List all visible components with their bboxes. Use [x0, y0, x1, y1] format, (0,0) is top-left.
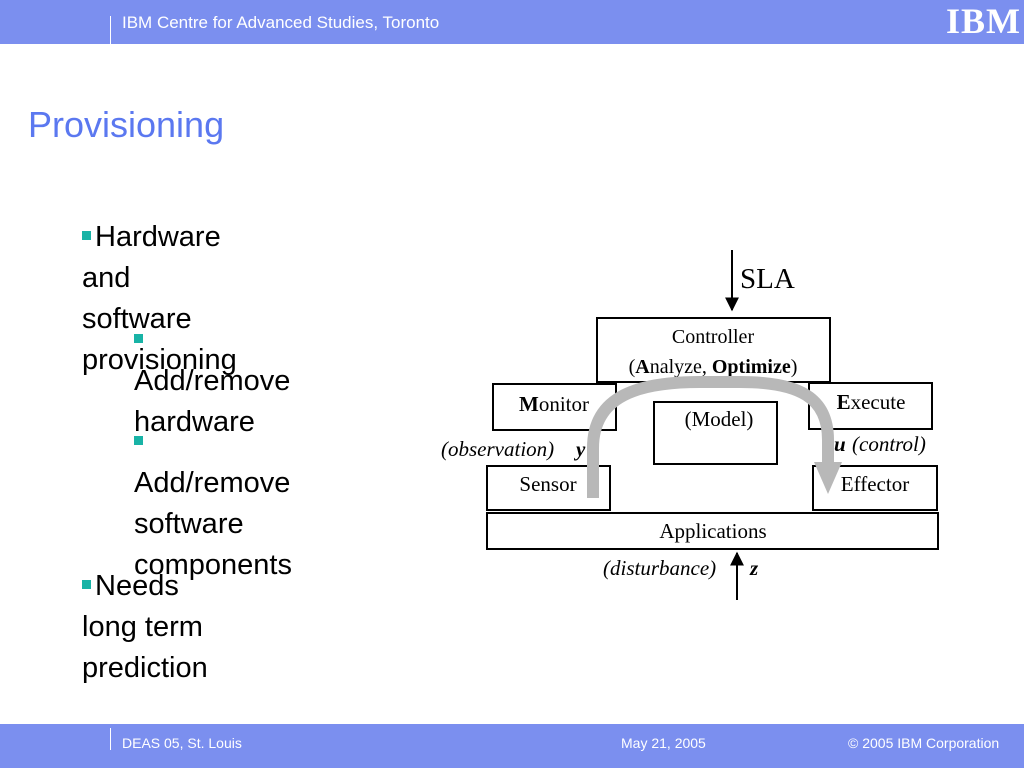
y-label: y [573, 437, 586, 461]
monitor-m: M [519, 392, 539, 416]
header-bar: IBM Centre for Advanced Studies, Toronto… [0, 0, 1024, 44]
applications-label: Applications [659, 519, 766, 543]
bullet-square-icon [134, 436, 143, 445]
z-label: z [749, 556, 759, 580]
bullet-item-2: Add/remove hardware [134, 320, 290, 443]
observation-label: (observation) [441, 437, 554, 461]
controller-paren-open: ( [629, 356, 636, 378]
monitor-rest: onitor [539, 392, 589, 416]
sla-label: SLA [740, 263, 795, 295]
ibm-logo-text: IBM [946, 1, 1021, 41]
slide-title: Provisioning [28, 104, 225, 145]
sensor-label: Sensor [519, 472, 576, 496]
footer-date: May 21, 2005 [621, 735, 706, 751]
model-label: (Model) [685, 407, 754, 431]
u-label: u [834, 432, 846, 456]
bullet-square-icon [134, 334, 143, 343]
bullet-3-line3: components [134, 549, 292, 581]
execute-e: E [837, 390, 851, 414]
controller-line2: (Analyze, Optimize) [629, 356, 798, 378]
bullet-3-line1: Add/remove [134, 467, 291, 499]
bullet-square-icon [82, 580, 91, 589]
control-label: (control) [852, 432, 926, 456]
controller-a: A [635, 356, 650, 378]
effector-label: Effector [841, 472, 909, 496]
bullet-4-line1: Needs long term [82, 570, 203, 643]
execute-label: Execute [837, 390, 906, 414]
header-org-text: IBM Centre for Advanced Studies, Toronto [122, 13, 440, 32]
bullet-2-line2: hardware [134, 406, 255, 438]
controller-box [596, 317, 831, 383]
applications-box [486, 512, 939, 550]
disturbance-label: (disturbance) [603, 556, 716, 580]
controller-optimize: Optimize [712, 356, 791, 378]
bullet-1-line2: software provisioning [82, 303, 237, 376]
bullet-1-line1: Hardware and [82, 221, 221, 294]
feedback-loop-arrow [587, 376, 834, 498]
header-divider [110, 16, 111, 44]
controller-nalyze: nalyze, [650, 356, 712, 378]
execute-rest: xecute [851, 390, 906, 414]
footer-divider [110, 728, 111, 750]
feedback-arrowhead [814, 462, 842, 494]
controller-paren-close: ) [791, 356, 798, 378]
bullet-item-1: Hardware and software provisioning [82, 217, 237, 381]
monitor-label: Monitor [519, 392, 589, 416]
controller-line1: Controller [672, 326, 755, 348]
bullet-2-line1: Add/remove [134, 365, 291, 397]
model-box [653, 401, 778, 465]
bullet-square-icon [82, 231, 91, 240]
bullet-4-line2: prediction [82, 652, 208, 684]
bullet-3-line2: software [134, 508, 244, 540]
footer-copyright: © 2005 IBM Corporation [848, 735, 1000, 751]
bullet-item-3: Add/remove software components [134, 422, 292, 586]
footer-bar: DEAS 05, St. Louis May 21, 2005 © 2005 I… [0, 724, 1024, 768]
bullet-item-4: Needs long term prediction [82, 566, 208, 689]
ibm-logo: IBM [946, 1, 1021, 41]
footer-event: DEAS 05, St. Louis [122, 735, 242, 751]
